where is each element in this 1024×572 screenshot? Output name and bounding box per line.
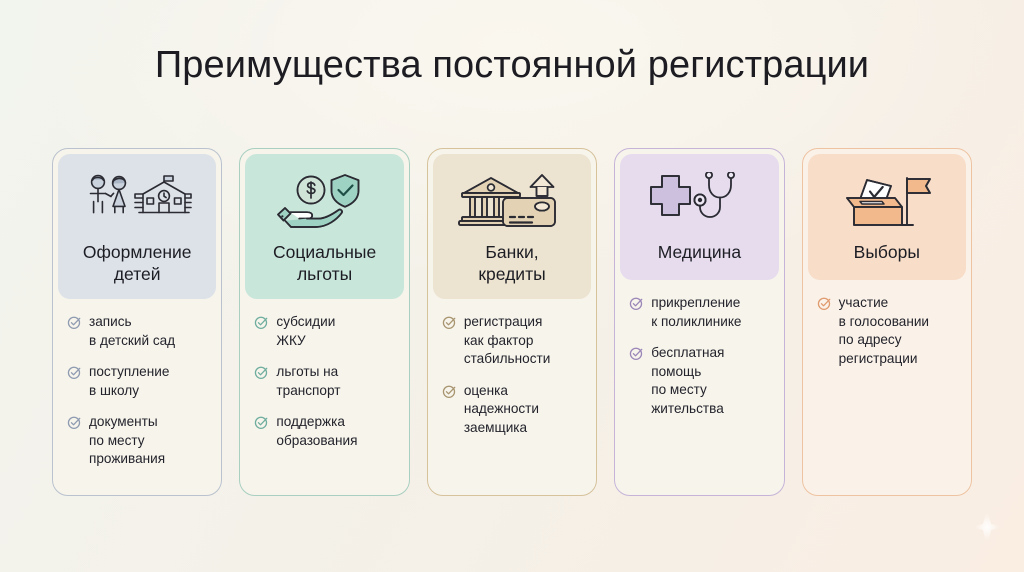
list-item: регистрация как фактор стабильности	[442, 313, 586, 369]
medical-cross-stethoscope-icon	[647, 170, 751, 232]
list-item-text: поддержка образования	[276, 414, 358, 448]
hand-coin-shield-icon	[273, 170, 377, 232]
benefit-cards-row: Оформление детей запись в детский сад по…	[52, 148, 973, 496]
list-item: льготы на транспорт	[254, 363, 398, 400]
card-elections[interactable]: Выборы участие в голосовании по адресу р…	[801, 148, 973, 496]
list-item: бесплатная помощь по месту жительства	[629, 344, 773, 418]
card-social-benefits-title: Социальные льготы	[273, 242, 377, 284]
card-elections-header: Выборы	[807, 154, 967, 280]
check-circle-icon	[67, 416, 81, 429]
card-banks-credits-bullets: регистрация как фактор стабильности оцен…	[428, 299, 596, 447]
list-item: поступление в школу	[67, 363, 211, 400]
list-item-text: прикрепление к поликлинике	[651, 295, 742, 329]
card-children-title: Оформление детей	[82, 242, 192, 284]
card-medicine-bullets: прикрепление к поликлинике бесплатная по…	[615, 280, 783, 428]
card-banks-credits-title: Банки, кредиты	[478, 242, 546, 284]
card-social-benefits-header: Социальные льготы	[245, 154, 404, 299]
check-circle-icon	[67, 316, 81, 329]
check-circle-icon	[442, 385, 456, 398]
card-social-benefits-bullets: субсидии ЖКУ льготы на транспорт поддерж…	[240, 299, 408, 460]
card-children-header: Оформление детей	[58, 154, 217, 299]
list-item: запись в детский сад	[67, 313, 211, 350]
list-item-text: запись в детский сад	[89, 314, 176, 348]
card-banks-credits-header: Банки, кредиты	[432, 154, 592, 299]
children-school-icon	[81, 170, 193, 232]
card-children[interactable]: Оформление детей запись в детский сад по…	[52, 148, 223, 496]
list-item-text: льготы на транспорт	[276, 364, 341, 398]
list-item-text: оценка надежности заемщика	[463, 382, 539, 435]
check-circle-icon	[255, 416, 268, 429]
check-circle-icon	[67, 366, 81, 379]
list-item: прикрепление к поликлинике	[629, 294, 773, 331]
list-item: поддержка образования	[254, 413, 398, 450]
list-item: субсидии ЖКУ	[254, 313, 398, 350]
list-item: участие в голосовании по адресу регистра…	[817, 294, 961, 368]
card-banks-credits[interactable]: Банки, кредиты регистрация как фактор ст…	[426, 148, 598, 496]
bank-card-arrow-icon	[458, 170, 566, 232]
card-medicine[interactable]: Медицина прикрепление к поликлинике бесп…	[614, 148, 785, 496]
card-elections-bullets: участие в голосовании по адресу регистра…	[803, 280, 971, 378]
list-item-text: бесплатная помощь по месту жительства	[651, 345, 725, 416]
check-circle-icon	[630, 297, 643, 310]
list-item-text: документы по месту проживания	[89, 414, 166, 466]
card-social-benefits[interactable]: Социальные льготы субсидии ЖКУ льготы на…	[239, 148, 410, 496]
list-item-text: поступление в школу	[89, 364, 170, 398]
card-medicine-header: Медицина	[620, 154, 779, 280]
check-circle-icon	[255, 316, 268, 329]
page-title: Преимущества постоянной регистрации	[154, 44, 870, 86]
check-circle-icon	[255, 366, 268, 379]
check-circle-icon	[817, 297, 831, 310]
check-circle-icon	[442, 316, 456, 329]
list-item-text: участие в голосовании по адресу регистра…	[838, 295, 930, 366]
card-elections-title: Выборы	[853, 242, 920, 262]
list-item-text: регистрация как фактор стабильности	[463, 314, 551, 366]
list-item-text: субсидии ЖКУ	[276, 314, 336, 348]
sparkle-decoration	[970, 508, 1004, 546]
card-children-bullets: запись в детский сад поступление в школу…	[53, 299, 221, 479]
list-item: документы по месту проживания	[67, 413, 211, 469]
check-circle-icon	[630, 347, 643, 360]
ballot-box-flag-icon	[837, 170, 937, 232]
list-item: оценка надежности заемщика	[442, 382, 586, 438]
card-medicine-title: Медицина	[657, 242, 742, 262]
